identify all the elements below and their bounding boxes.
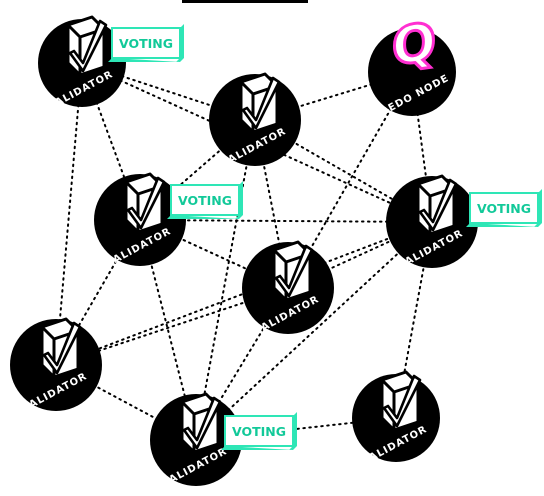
- validator-node: VALIDATOR: [352, 370, 440, 468]
- checkmark-icon: [416, 174, 458, 236]
- edge-v2-v5: [254, 119, 289, 289]
- voting-label: VOTING: [178, 193, 232, 208]
- voting-badge-box: [469, 192, 539, 224]
- validator-node: VALIDATOR: [10, 317, 102, 415]
- validator-node: VALIDATOR: [242, 240, 334, 338]
- voting-label: VOTING: [477, 201, 531, 216]
- edge-v3-v4: [139, 219, 433, 223]
- edge-v2-v7: [195, 119, 256, 441]
- checkmark-icon: [239, 72, 281, 134]
- voting-badge: VOTING: [466, 189, 542, 227]
- voting-label: VOTING: [232, 424, 286, 439]
- qredo-logo-letter: Q: [392, 12, 436, 78]
- voting-badge-box: [111, 27, 181, 59]
- node-circle: [368, 28, 456, 116]
- voting-badge: VOTING: [221, 412, 297, 450]
- checkmark-icon: [66, 15, 108, 77]
- voting-badge: VOTING: [108, 24, 184, 62]
- checkmark-icon: [124, 172, 166, 234]
- checkmark-icon: [272, 240, 314, 302]
- qredo-logo-icon: Q: [390, 11, 437, 80]
- checkmark-icon: [180, 392, 222, 454]
- checkmark-icon: [380, 370, 422, 432]
- validator-node: VALIDATOR: [209, 72, 301, 170]
- voting-label: VOTING: [119, 36, 173, 51]
- voting-badge: VOTING: [167, 181, 243, 219]
- edge-v1-v6: [55, 62, 83, 366]
- voting-badge-box: [224, 415, 294, 447]
- checkmark-icon: [40, 317, 82, 379]
- voting-badge-box: [170, 184, 240, 216]
- edge-v4-v7: [195, 221, 433, 441]
- edge-v4-v6: [55, 221, 433, 366]
